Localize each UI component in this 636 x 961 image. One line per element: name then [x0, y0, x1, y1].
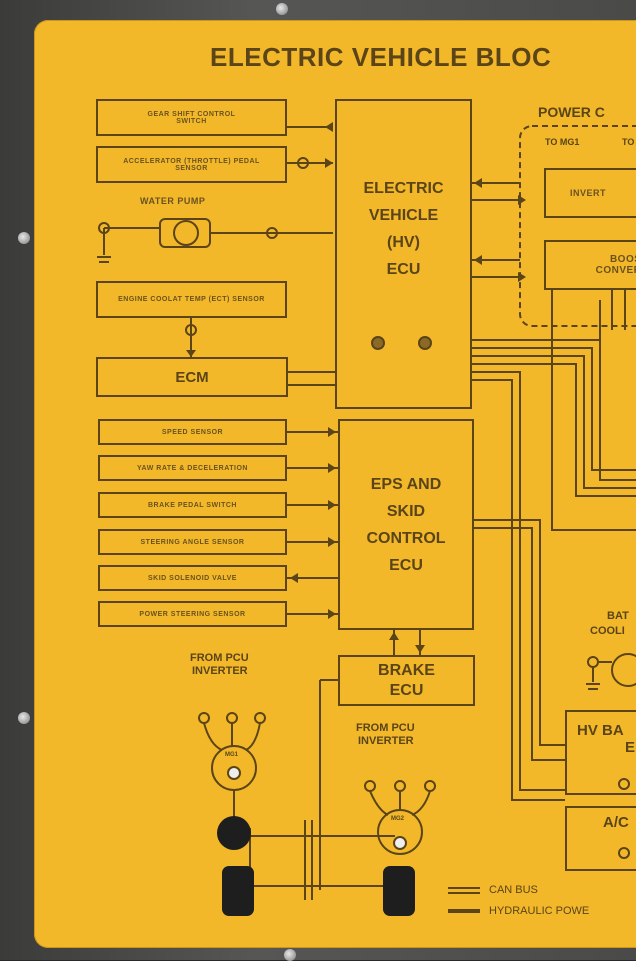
- boost-line-2: CONVERT: [546, 265, 636, 276]
- brake-pedal-switch-label: BRAKE PEDAL SWITCH: [148, 502, 237, 509]
- brake-ecu-line-2: ECU: [378, 681, 435, 701]
- eps-ecu-box: EPS AND SKID CONTROL ECU: [338, 419, 474, 630]
- skid-solenoid-label: SKID SOLENOID VALVE: [148, 575, 237, 582]
- yaw-rate-box: YAW RATE & DECELERATION: [98, 455, 287, 481]
- hv-ecu-line-1: ELECTRIC: [364, 175, 444, 202]
- inverter-box: INVERT: [544, 168, 636, 218]
- coolant-sensor-box: ENGINE COOLAT TEMP (ECT) SENSOR: [96, 281, 287, 318]
- ac-box: A/C: [565, 806, 636, 871]
- steering-angle-label: STEERING ANGLE SENSOR: [141, 539, 245, 546]
- eps-ecu-line-2: SKID: [366, 498, 445, 525]
- from-pcu-2-line-1: FROM PCU: [356, 722, 415, 734]
- mg2-label: MG2: [391, 816, 404, 822]
- gear-shift-switch-box: GEAR SHIFT CONTROL SWITCH: [96, 99, 287, 136]
- hv-battery-line-1: HV BA: [577, 722, 635, 739]
- ac-label: A/C: [603, 814, 629, 831]
- eps-ecu-line-3: CONTROL: [366, 525, 445, 552]
- brake-pedal-switch-box: BRAKE PEDAL SWITCH: [98, 492, 287, 518]
- hv-ecu-line-2: VEHICLE: [364, 202, 444, 229]
- brake-ecu-box: BRAKE ECU: [338, 655, 475, 706]
- from-pcu-2-line-2: INVERTER: [358, 735, 414, 747]
- to-mg1-label: TO MG1: [545, 137, 579, 147]
- accelerator-sensor-label: ACCELERATOR (THROTTLE) PEDAL SENSOR: [112, 158, 272, 172]
- hv-battery-box: HV BA E: [565, 710, 636, 795]
- coolant-sensor-label: ENGINE COOLAT TEMP (ECT) SENSOR: [117, 296, 267, 303]
- hv-ecu-line-4: ECU: [364, 256, 444, 283]
- ecm-label: ECM: [175, 369, 208, 386]
- from-pcu-1-line-1: FROM PCU: [190, 652, 249, 664]
- legend-hydraulic: HYDRAULIC POWE: [489, 905, 589, 917]
- speed-sensor-label: SPEED SENSOR: [162, 429, 223, 436]
- skid-solenoid-box: SKID SOLENOID VALVE: [98, 565, 287, 591]
- ecm-box: ECM: [96, 357, 288, 397]
- brake-ecu-line-1: BRAKE: [378, 661, 435, 681]
- battery-cooling-line-1: BAT: [607, 610, 629, 622]
- water-pump-label: WATER PUMP: [140, 196, 205, 206]
- eps-ecu-line-1: EPS AND: [366, 471, 445, 498]
- accelerator-sensor-box: ACCELERATOR (THROTTLE) PEDAL SENSOR: [96, 146, 287, 183]
- mg1-label: MG1: [225, 752, 238, 758]
- power-control-label: POWER C: [538, 104, 605, 120]
- battery-cooling-line-2: COOLI: [590, 625, 625, 637]
- hv-ecu-box: ELECTRIC VEHICLE (HV) ECU: [335, 99, 472, 409]
- hv-ecu-line-3: (HV): [364, 229, 444, 256]
- legend-can-bus: CAN BUS: [489, 884, 538, 896]
- eps-ecu-line-4: ECU: [366, 552, 445, 579]
- power-steering-box: POWER STEERING SENSOR: [98, 601, 287, 627]
- steering-angle-box: STEERING ANGLE SENSOR: [98, 529, 287, 555]
- boost-converter-box: BOOST CONVERT: [544, 240, 636, 290]
- inverter-label: INVERT: [570, 188, 606, 198]
- to-mg2-label: TO: [622, 137, 634, 147]
- speed-sensor-box: SPEED SENSOR: [98, 419, 287, 445]
- gear-shift-switch-label: GEAR SHIFT CONTROL SWITCH: [132, 111, 252, 125]
- yaw-rate-label: YAW RATE & DECELERATION: [137, 465, 248, 472]
- boost-line-1: BOOST: [546, 254, 636, 265]
- power-steering-label: POWER STEERING SENSOR: [139, 611, 245, 618]
- from-pcu-1-line-2: INVERTER: [192, 665, 248, 677]
- hv-battery-line-2: E: [577, 739, 635, 756]
